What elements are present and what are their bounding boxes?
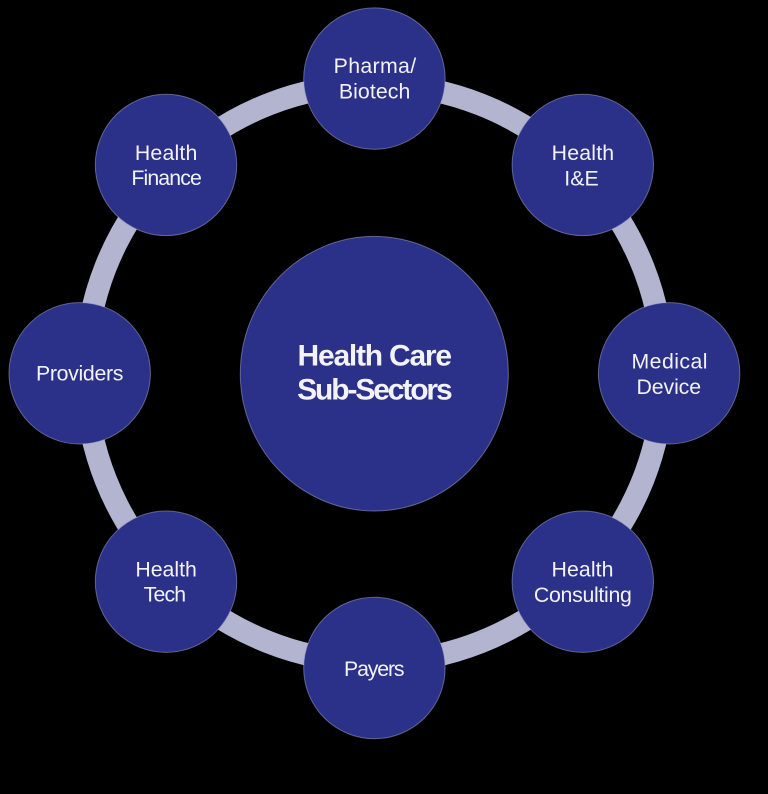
svg-text:Medical: Medical bbox=[632, 349, 708, 373]
svg-text:I&E: I&E bbox=[564, 167, 599, 191]
svg-text:Health: Health bbox=[552, 557, 614, 581]
svg-text:Device: Device bbox=[637, 375, 702, 399]
svg-text:Providers: Providers bbox=[36, 362, 124, 386]
svg-text:Health: Health bbox=[135, 557, 197, 581]
svg-text:Health: Health bbox=[135, 141, 198, 165]
svg-text:Consulting: Consulting bbox=[534, 583, 632, 607]
svg-text:Tech: Tech bbox=[144, 583, 187, 607]
svg-text:Sub-Sectors: Sub-Sectors bbox=[297, 373, 453, 406]
svg-text:Biotech: Biotech bbox=[339, 79, 411, 103]
svg-text:Health: Health bbox=[552, 141, 615, 165]
svg-text:Pharma/: Pharma/ bbox=[334, 54, 417, 78]
svg-text:Payers: Payers bbox=[344, 657, 405, 681]
svg-text:Health Care: Health Care bbox=[298, 339, 453, 372]
svg-text:Finance: Finance bbox=[131, 166, 202, 190]
